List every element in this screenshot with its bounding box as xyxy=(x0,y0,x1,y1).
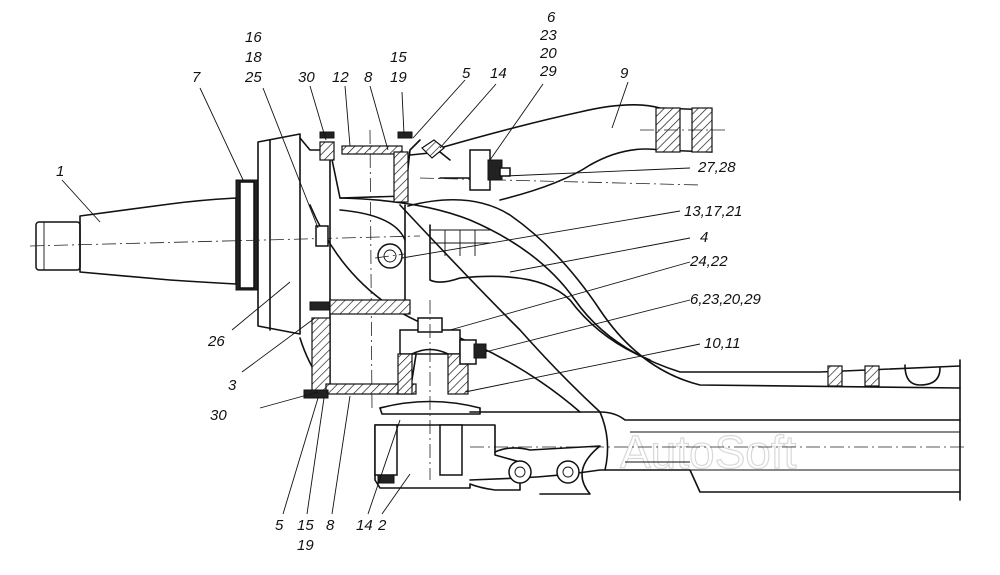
label-14-bottom: 14 xyxy=(356,517,373,534)
label-15-top: 15 xyxy=(390,49,407,66)
label-10-11: 10,11 xyxy=(704,335,740,352)
label-29-stack: 29 xyxy=(539,63,557,80)
label-14-top: 14 xyxy=(490,65,507,82)
label-19-bottom: 19 xyxy=(297,537,314,554)
label-6-23-20-29: 6,23,20,29 xyxy=(690,291,762,308)
label-25: 25 xyxy=(244,69,262,86)
label-4: 4 xyxy=(700,229,708,246)
lower-ball-joint xyxy=(379,300,487,480)
label-23-stack: 23 xyxy=(539,27,557,44)
label-19-top: 19 xyxy=(390,69,407,86)
label-1: 1 xyxy=(56,163,64,180)
label-3: 3 xyxy=(228,377,237,394)
leader-lines xyxy=(61,79,701,515)
label-26: 26 xyxy=(207,333,225,350)
steering-arm-4 xyxy=(309,197,961,413)
tie-rod-lever-2 xyxy=(374,424,601,495)
label-5-top: 5 xyxy=(462,65,471,82)
knuckle-body xyxy=(299,129,421,411)
label-27-28: 27,28 xyxy=(697,159,736,176)
steering-arm-9 xyxy=(419,104,725,201)
label-2: 2 xyxy=(377,517,387,534)
label-13-17-21: 13,17,21 xyxy=(684,203,742,220)
label-8-bottom: 8 xyxy=(326,517,335,534)
label-15-bottom: 15 xyxy=(297,517,314,534)
label-9: 9 xyxy=(620,65,629,82)
label-30-top: 30 xyxy=(298,69,315,86)
label-6-stack: 6 xyxy=(547,9,556,26)
upper-ball-joint xyxy=(409,139,511,191)
label-16: 16 xyxy=(245,29,262,46)
label-5-bottom: 5 xyxy=(275,517,284,534)
label-8-top: 8 xyxy=(364,69,373,86)
label-18: 18 xyxy=(245,49,262,66)
callout-labels: 1 7 16 18 25 30 12 8 15 19 5 14 6 23 20 … xyxy=(56,9,762,554)
label-24-22: 24,22 xyxy=(689,253,728,270)
label-30-bottom: 30 xyxy=(210,407,227,424)
label-7: 7 xyxy=(192,69,201,86)
spindle-1 xyxy=(29,133,421,335)
label-20-stack: 20 xyxy=(539,45,557,62)
label-12: 12 xyxy=(332,69,349,86)
